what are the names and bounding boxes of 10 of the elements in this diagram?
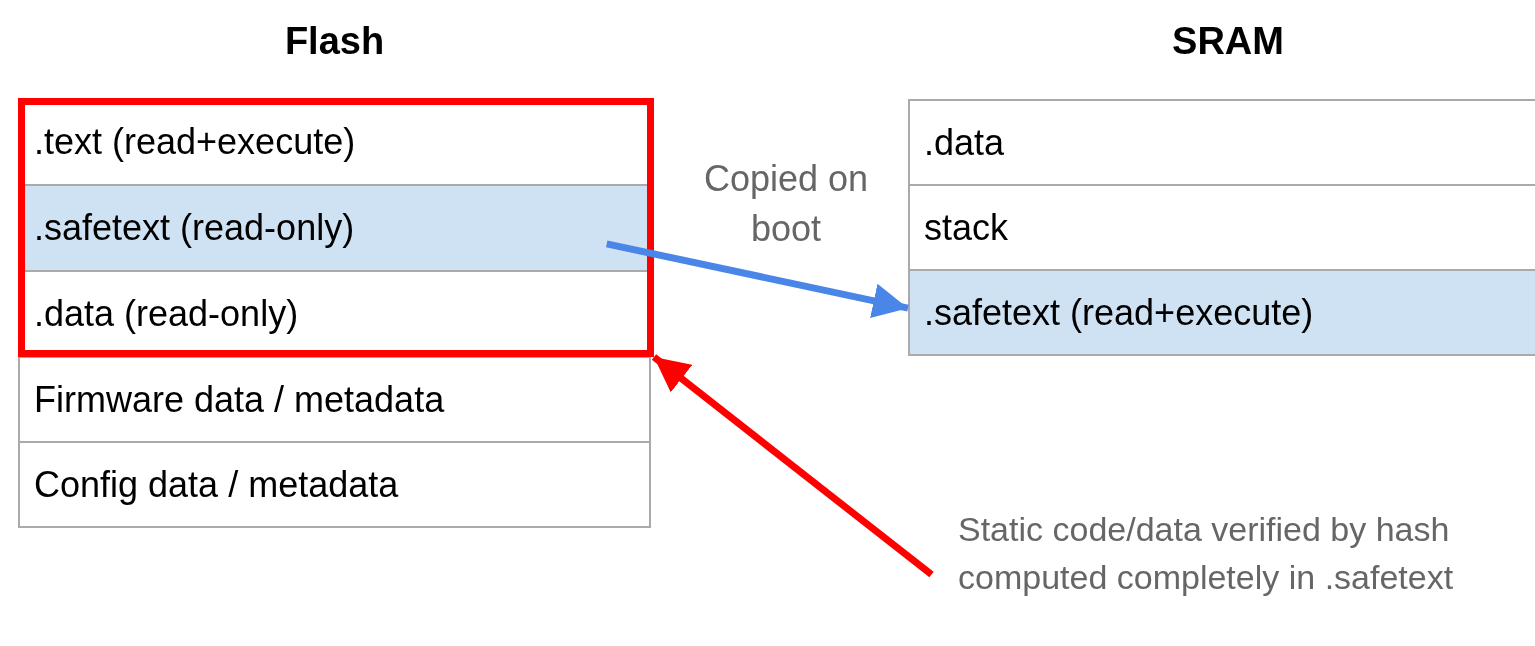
arrow <box>651 354 934 578</box>
memory-section: Config data / metadata <box>18 441 651 528</box>
arrow <box>605 240 909 318</box>
annotation-note: Static code/data verified by hash computed completely in .safetext <box>958 505 1488 646</box>
column-heading: Flash <box>284 20 385 63</box>
highlight-frame <box>18 98 654 357</box>
column-heading: SRAM <box>1172 20 1284 63</box>
memory-section: .data <box>908 99 1535 186</box>
memory-section: .safetext (read+execute) <box>908 269 1535 356</box>
memory-section: Firmware data / metadata <box>18 356 651 443</box>
